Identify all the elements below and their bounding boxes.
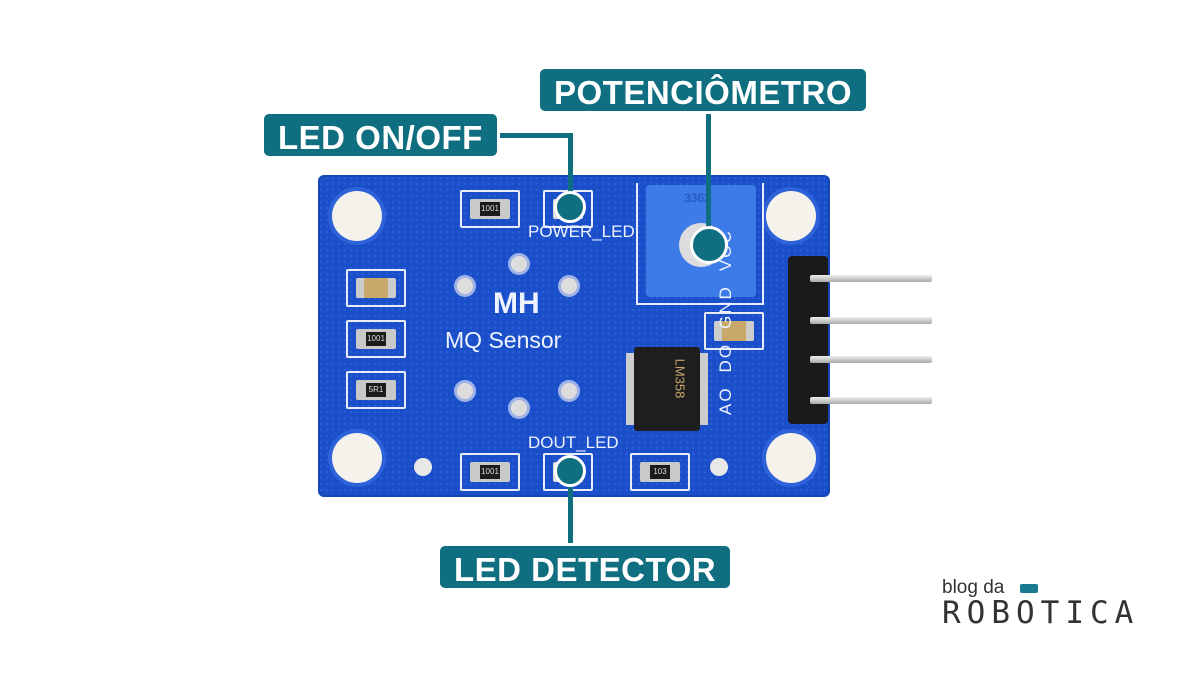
pointer-dot bbox=[554, 455, 586, 487]
power-led-label: POWER_LED bbox=[528, 222, 635, 241]
sensor-pin bbox=[558, 275, 580, 297]
sensor-pin bbox=[508, 397, 530, 419]
leader-line bbox=[706, 110, 711, 240]
logo-line1: blog da bbox=[942, 577, 1005, 598]
mq-sensor-board: 1001 POWER_LED 1001 5R1 MH MQ Sensor DOU… bbox=[318, 175, 830, 497]
mounting-hole bbox=[766, 433, 816, 483]
lm358-chip: LM358 bbox=[634, 347, 700, 431]
mounting-hole bbox=[332, 191, 382, 241]
resistor: 5R1 bbox=[346, 371, 406, 409]
sensor-pin bbox=[454, 275, 476, 297]
pin-label-do: DO bbox=[716, 342, 735, 373]
resistor: 103 bbox=[630, 453, 690, 491]
sensor-pin bbox=[454, 380, 476, 402]
logo-line2: ROBOTICA bbox=[942, 595, 1140, 631]
callout-led-detector: LED DETECTOR bbox=[437, 543, 734, 591]
resistor: 1001 bbox=[460, 190, 520, 228]
pointer-dot bbox=[690, 226, 728, 264]
header-pin bbox=[810, 317, 932, 324]
resistor: 1001 bbox=[346, 320, 406, 358]
header-pin bbox=[810, 397, 932, 404]
sensor-pin bbox=[558, 380, 580, 402]
leader-line bbox=[486, 133, 573, 138]
leader-line bbox=[568, 470, 573, 546]
sensor-name-label: MQ Sensor bbox=[445, 327, 562, 353]
chip-marking: LM358 bbox=[672, 358, 688, 399]
pointer-dot bbox=[554, 191, 586, 223]
header-pin bbox=[810, 356, 932, 363]
pot-marking: 3362 bbox=[684, 191, 711, 205]
callout-led-on-off: LED ON/OFF bbox=[261, 111, 500, 159]
pin-label-gnd: GND bbox=[716, 285, 735, 329]
brand-label: MH bbox=[493, 287, 540, 320]
via bbox=[710, 458, 728, 476]
capacitor bbox=[704, 312, 764, 350]
leader-line bbox=[568, 133, 573, 205]
callout-potentiometer: POTENCIÔMETRO bbox=[537, 66, 870, 114]
pin-label-ao: AO bbox=[716, 386, 735, 415]
mounting-hole bbox=[332, 433, 382, 483]
via bbox=[414, 458, 432, 476]
mounting-hole bbox=[766, 191, 816, 241]
dout-led-label: DOUT_LED bbox=[528, 433, 619, 452]
pin-labels: AO DO GND VCC bbox=[716, 229, 736, 415]
blog-da-robotica-logo: blog da ROBOTICA bbox=[942, 577, 1140, 631]
capacitor bbox=[346, 269, 406, 307]
robot-icon bbox=[1020, 584, 1038, 593]
header-pin bbox=[810, 275, 932, 282]
resistor: 1001 bbox=[460, 453, 520, 491]
pin-header bbox=[788, 256, 828, 424]
pot-outline bbox=[636, 183, 764, 305]
sensor-pin bbox=[508, 253, 530, 275]
